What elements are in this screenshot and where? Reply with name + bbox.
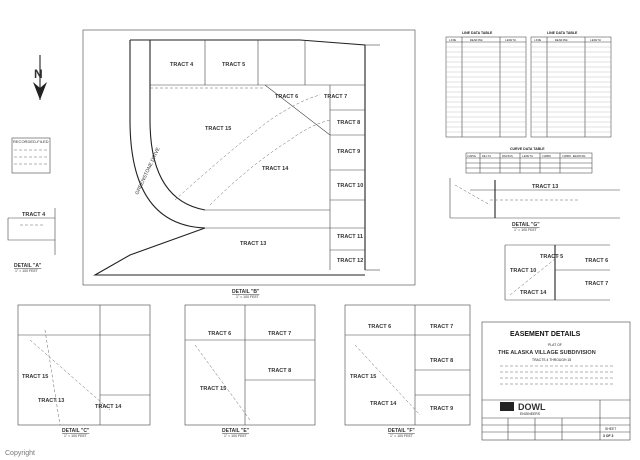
- tract-label: TRACT 10: [510, 268, 536, 274]
- detail-label: DETAIL "E": [222, 428, 250, 434]
- tract-label: TRACT 4: [170, 62, 194, 68]
- detail-scale: 1" = 100 FEET: [224, 434, 248, 438]
- detail-scale: 1" = 100 FEET: [236, 295, 260, 299]
- north-arrow-icon: N: [33, 55, 47, 100]
- tract-label: TRACT 14: [95, 404, 122, 410]
- tract-label: TRACT 9: [337, 149, 360, 155]
- table-header: BEARING: [555, 39, 568, 42]
- project-title: THE ALASKA VILLAGE SUBDIVISION: [498, 350, 596, 356]
- tract-label: TRACT 8: [430, 358, 453, 364]
- table-header: RADIUS: [502, 155, 513, 158]
- plat-of: PLAT OF: [548, 343, 562, 347]
- detail-f: TRACT 6 TRACT 7 TRACT 8 TRACT 9 TRACT 14…: [344, 304, 471, 438]
- table-title: CURVE DATA TABLE: [510, 147, 545, 151]
- main-plat-frame: [82, 29, 416, 286]
- detail-scale: 1" = 100 FEET: [15, 269, 39, 273]
- sheet-title: EASEMENT DETAILS: [510, 331, 581, 338]
- tract-label: TRACT 14: [520, 290, 547, 296]
- table-header: LENGTH: [522, 155, 533, 158]
- detail-scale: 1" = 100 FEET: [514, 228, 538, 232]
- curve-data-table: CURVE DATA TABLE CURVE DELTA RADIUS LENG…: [465, 147, 593, 174]
- tract-label: TRACT 6: [368, 324, 391, 330]
- detail-g: TRACT 13 DETAIL "G" 1" = 100 FEET: [449, 178, 620, 232]
- table-header: DELTA: [482, 155, 491, 158]
- tract-label: TRACT 15: [205, 126, 231, 132]
- tract-label: TRACT 14: [370, 401, 397, 407]
- table-row-lines: [446, 46, 611, 133]
- recording-box: [11, 137, 51, 174]
- tract-label: TRACT 4: [22, 212, 46, 218]
- table-header: LINE: [534, 39, 541, 42]
- table-header: LINE: [449, 39, 456, 42]
- dowl-logo-icon: [500, 402, 514, 411]
- sheet-label: SHEET: [605, 427, 616, 431]
- tract-label: TRACT 6: [208, 331, 231, 337]
- sheet-number: 3 OF 3: [603, 434, 613, 438]
- detail-a: TRACT 4 DETAIL "A" 1" = 100 FEET: [7, 208, 56, 273]
- tract-label: TRACT 13: [38, 398, 64, 404]
- table-header: BEARING: [470, 39, 483, 42]
- detail-d: TRACT 6 TRACT 7 TRACT 8 TRACT 15 DETAIL …: [184, 304, 316, 438]
- firm-name: DOWL: [518, 402, 546, 412]
- main-plat-linework: [92, 39, 380, 276]
- tract-label: TRACT 10: [337, 183, 363, 189]
- tract-label: TRACT 6: [585, 258, 608, 264]
- tract-label: TRACT 8: [337, 120, 360, 126]
- detail-c: TRACT 13 TRACT 14 TRACT 15 DETAIL "C" 1"…: [17, 304, 151, 438]
- tracts-range: TRACTS 4 THROUGH 15: [532, 358, 571, 362]
- detail-label: DETAIL "F": [388, 428, 415, 434]
- tract-label: TRACT 15: [350, 374, 376, 380]
- tract-label: TRACT 13: [532, 184, 558, 190]
- detail-label: DETAIL "C": [62, 428, 90, 434]
- tract-label: TRACT 5: [222, 62, 245, 68]
- tract-label: TRACT 15: [22, 374, 48, 380]
- table-header: CHORD BEARING: [562, 155, 586, 158]
- title-block: EASEMENT DETAILS PLAT OF THE ALASKA VILL…: [481, 321, 631, 441]
- detail-scale: 1" = 100 FEET: [390, 434, 414, 438]
- table-header: LENGTH: [590, 39, 601, 42]
- table-header: LENGTH: [505, 39, 516, 42]
- tract-label: TRACT 7: [324, 94, 347, 100]
- detail-h: TRACT 5 TRACT 6 TRACT 7 TRACT 10 TRACT 1…: [504, 244, 610, 301]
- recording-label: RECORDED-FILED: [13, 139, 49, 144]
- firm-sub: ENGINEERS: [520, 412, 541, 416]
- tract-label: TRACT 8: [268, 368, 291, 374]
- detail-label: DETAIL "B": [232, 289, 260, 295]
- tract-label: TRACT 13: [240, 241, 266, 247]
- tract-label: TRACT 7: [585, 281, 608, 287]
- north-label: N: [34, 67, 43, 81]
- table-header: CURVE: [467, 155, 476, 158]
- table-title: LINE DATA TABLE: [547, 31, 578, 35]
- detail-label: DETAIL "A": [14, 263, 42, 269]
- tract-label: TRACT 7: [430, 324, 453, 330]
- detail-scale: 1" = 100 FEET: [64, 434, 88, 438]
- tract-label: TRACT 11: [337, 234, 363, 240]
- tract-label: TRACT 12: [337, 258, 363, 264]
- tract-label: TRACT 14: [262, 166, 289, 172]
- tract-label: TRACT 5: [540, 254, 563, 260]
- table-title: LINE DATA TABLE: [462, 31, 493, 35]
- watermark: Copyright: [5, 450, 35, 457]
- tract-label: TRACT 6: [275, 94, 298, 100]
- detail-label: DETAIL "G": [512, 222, 540, 228]
- tract-label: TRACT 15: [200, 386, 226, 392]
- tract-label: TRACT 9: [430, 406, 453, 412]
- tract-label: TRACT 7: [268, 331, 291, 337]
- table-header: CHORD: [542, 155, 551, 158]
